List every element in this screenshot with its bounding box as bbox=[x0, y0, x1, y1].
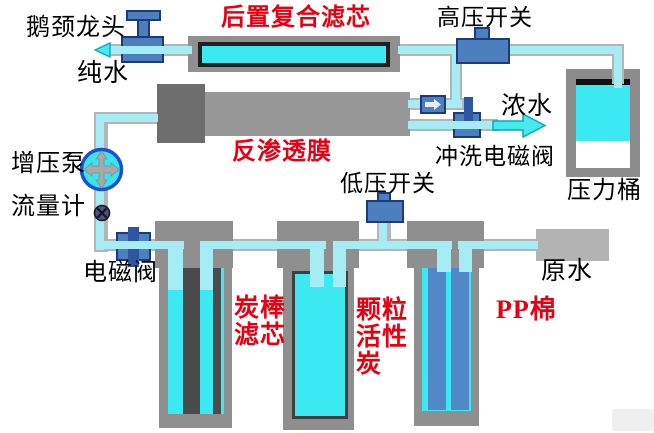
label-raw-water: 原水 bbox=[541, 258, 594, 285]
pipe-to-tank-v bbox=[614, 46, 622, 88]
low-pressure-switch bbox=[366, 200, 404, 223]
pipe-f1-down bbox=[168, 241, 183, 290]
pipe-f3-down1 bbox=[437, 241, 451, 272]
pipe-f1-up bbox=[200, 241, 213, 290]
ro-membrane-body bbox=[205, 92, 410, 136]
label-flush-solenoid-valve: 冲洗电磁阀 bbox=[435, 144, 555, 169]
pipe-ro-bottom-out bbox=[408, 121, 496, 129]
flow-meter bbox=[93, 204, 111, 222]
label-concentrate-water: 浓水 bbox=[501, 93, 554, 120]
faucet-stem bbox=[137, 19, 150, 38]
label-post-filter: 后置复合滤芯 bbox=[221, 5, 371, 31]
label-faucet: 鹅颈龙头 bbox=[26, 15, 126, 41]
pipe-bottom-2 bbox=[200, 241, 326, 249]
label-granular-line2: 活性 bbox=[356, 324, 409, 351]
pipe-bottom-3 bbox=[336, 241, 452, 249]
pipe-lp-switch-drop bbox=[379, 223, 387, 249]
pipe-to-tank-h bbox=[398, 46, 622, 54]
label-flow-meter: 流量计 bbox=[11, 194, 86, 220]
label-ro-membrane: 反渗透膜 bbox=[232, 139, 332, 165]
label-granular-line3: 炭 bbox=[356, 351, 383, 378]
pressure-tank-bladder bbox=[576, 79, 630, 85]
flush-valve-stem bbox=[464, 97, 473, 125]
raw-water-box bbox=[536, 229, 609, 261]
label-pressure-tank: 压力桶 bbox=[567, 178, 642, 204]
check-valve bbox=[420, 95, 446, 114]
filter3-pp-rod-a bbox=[428, 268, 446, 410]
watermark-patch bbox=[612, 409, 654, 431]
high-pressure-switch bbox=[456, 38, 510, 64]
filter3-pp-rod-b bbox=[451, 268, 469, 410]
filter2-water bbox=[295, 274, 345, 416]
label-pure-water: 纯水 bbox=[77, 60, 130, 87]
pipe-bottom-1 bbox=[96, 241, 184, 249]
pipe-pump-to-ro bbox=[96, 114, 158, 122]
label-high-pressure-switch: 高压开关 bbox=[437, 5, 533, 30]
label-pp-cotton: PP棉 bbox=[496, 295, 557, 324]
post-filter-core bbox=[202, 46, 386, 63]
faucet-handle bbox=[126, 10, 161, 21]
pressure-tank-water bbox=[576, 85, 630, 141]
pipe-f2-down bbox=[310, 241, 324, 287]
label-granular-line1: 颗粒 bbox=[356, 297, 409, 324]
label-solenoid-valve: 电磁阀 bbox=[83, 260, 158, 286]
concentrate-water-arrow-icon bbox=[492, 113, 547, 138]
pipe-bottom-4 bbox=[458, 241, 538, 249]
check-valve-arrow-icon bbox=[425, 99, 441, 110]
label-booster-pump: 增压泵 bbox=[11, 151, 86, 177]
pipe-faucet bbox=[108, 46, 192, 54]
label-low-pressure-switch: 低压开关 bbox=[340, 171, 436, 196]
label-carbon-rod-line1: 炭棒 bbox=[234, 295, 287, 322]
booster-pump bbox=[79, 147, 124, 192]
filter1-carbon-rod-b bbox=[213, 268, 221, 414]
label-carbon-rod-line2: 滤芯 bbox=[234, 322, 287, 349]
pipe-branch-up bbox=[452, 48, 460, 108]
ro-membrane-endcap bbox=[157, 84, 205, 143]
pump-cross-arrow-icon bbox=[83, 150, 120, 189]
filter1-carbon-rod-a bbox=[183, 268, 200, 414]
pipe-f3-down2 bbox=[459, 241, 472, 272]
pure-water-arrow-icon bbox=[94, 42, 111, 58]
pipe-f2-up bbox=[333, 241, 346, 287]
